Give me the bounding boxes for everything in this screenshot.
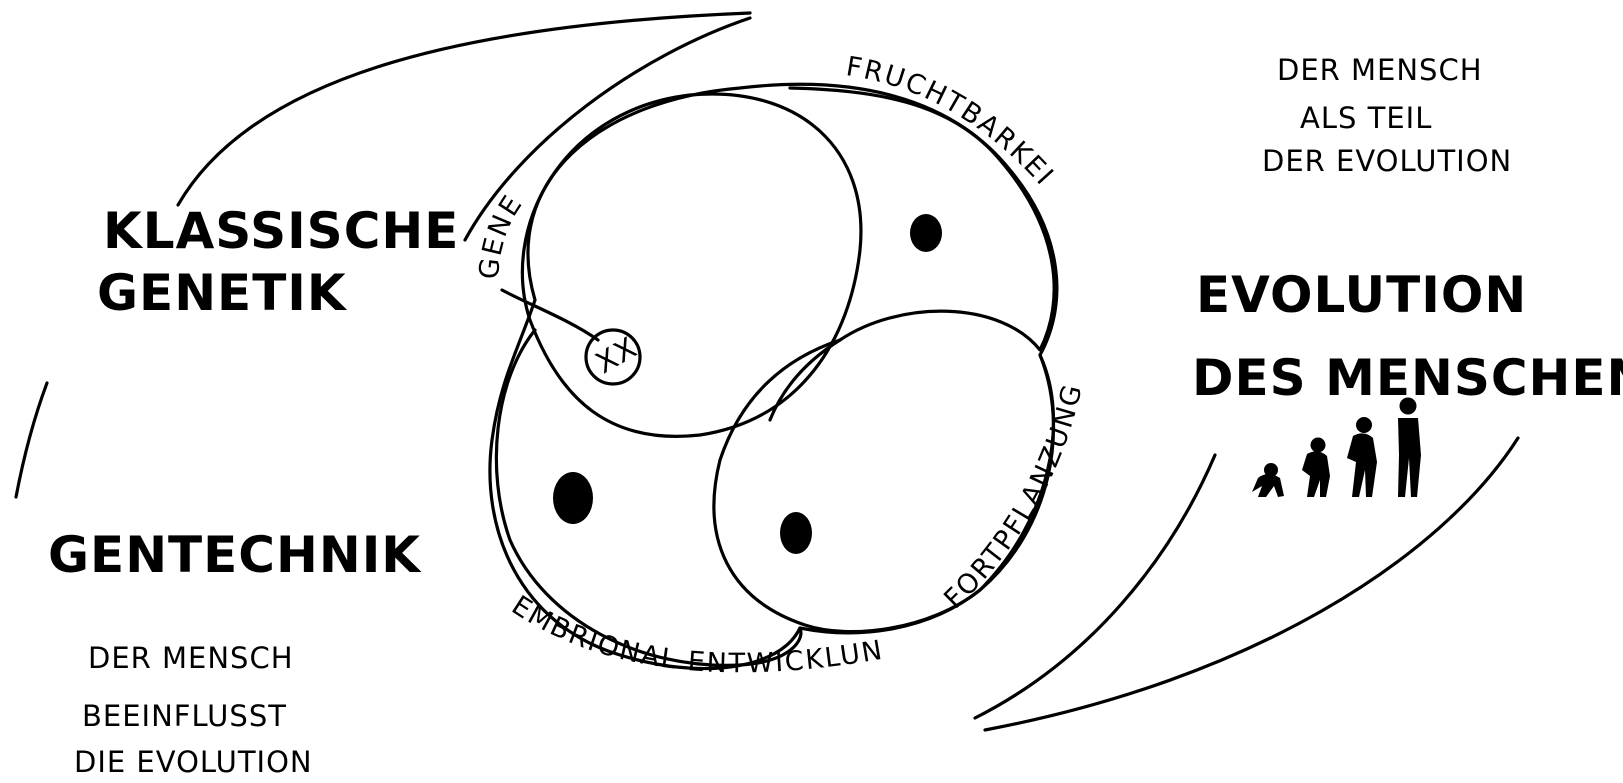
cycle-dot-left xyxy=(553,472,593,524)
evolution-silhouettes-icon xyxy=(1252,398,1421,498)
note-human-part-line-3: DER EVOLUTION xyxy=(1262,144,1512,178)
heading-classic-genetics-line-2: GENETIK xyxy=(97,264,348,322)
note-human-part-line-2: ALS TEIL xyxy=(1300,101,1432,135)
heading-gene-technology: GENTECHNIK xyxy=(48,526,422,584)
right-column: DER MENSCH ALS TEIL DER EVOLUTION EVOLUT… xyxy=(1192,53,1623,407)
note-human-part-line-1: DER MENSCH xyxy=(1277,53,1483,87)
fertility-label: FRUCHTBARKEIT xyxy=(0,0,1060,192)
swoosh-bottom-right-outer xyxy=(985,438,1518,730)
heading-classic-genetics-line-1: KLASSISCHE xyxy=(103,202,459,260)
note-human-influences-line-3: DIE EVOLUTION xyxy=(74,745,313,779)
cycle-dot-bottom-right xyxy=(780,512,812,554)
left-column: KLASSISCHE GENETIK GENTECHNIK DER MENSCH… xyxy=(48,202,459,779)
heading-human-evolution-line-1: EVOLUTION xyxy=(1196,266,1527,324)
note-human-influences-line-1: DER MENSCH xyxy=(88,641,294,675)
gene-pointer-line xyxy=(502,290,598,340)
swoosh-left-edge xyxy=(16,383,47,497)
reproduction-label: FORTPFLANZUNG xyxy=(938,380,1089,615)
note-human-influences-line-2: BEEINFLUSST xyxy=(82,699,287,733)
cycle-dot-top-right xyxy=(910,214,942,252)
swoosh-top-left xyxy=(178,13,750,205)
cycle-bottom-right-lobe xyxy=(714,340,1054,632)
cycle-top-lobe xyxy=(522,94,861,436)
